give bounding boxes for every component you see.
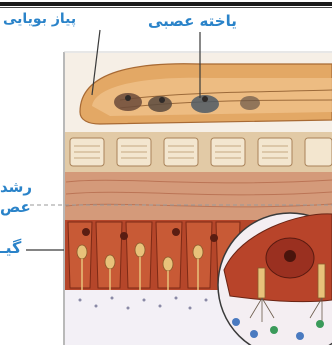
growth-label-line1: رشد — [0, 180, 32, 195]
neuron-label: یاخته عصبی — [148, 14, 237, 29]
receptor-label: گیـ — [0, 240, 21, 256]
olfactory-bulb-label: پیاز بویایی — [3, 12, 76, 26]
growth-label-line2: عص — [0, 200, 31, 215]
